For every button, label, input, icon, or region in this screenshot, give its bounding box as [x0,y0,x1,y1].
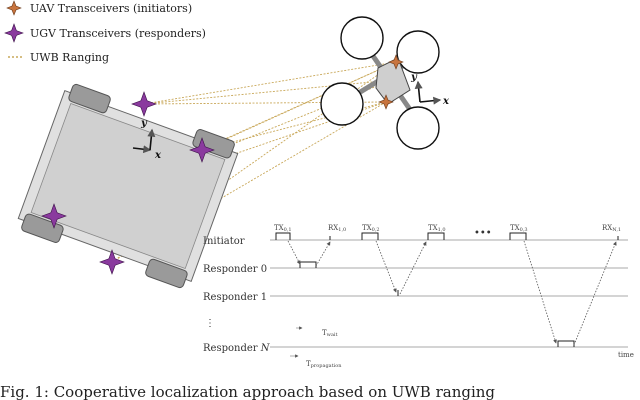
legend-ugv-label: UGV Transceivers (responders) [30,27,206,40]
uav-y-axis-label: y [410,72,418,83]
uav-axes: x y [410,72,450,107]
label-t-wait: Twait [322,329,338,338]
label-rx10: RX1,0 [328,224,346,233]
uav-rotor [320,82,364,126]
ugv-wheel [145,258,188,289]
ellipsis: ••• [474,228,492,239]
uav-rotor [340,16,384,60]
row-label-initiator: Initiator [203,236,245,247]
uav-drone: x y [320,16,450,150]
ugv-y-axis-label: y [140,118,148,129]
label-tx10: TX1,0 [428,224,446,233]
row-label-responder-n: Responder N [203,343,271,354]
ugv-transceiver-icon [41,203,67,229]
ugv-transceiver-icon [99,249,125,275]
ugv-star-icon [4,23,24,43]
ugv-wheel [68,83,111,114]
uav-rotor [396,30,440,74]
label-tx03: TX0,3 [510,224,528,233]
time-axis-label: time [618,351,634,359]
ugv-transceiver-icon [189,137,215,163]
uav-x-axis-label: x [442,96,450,107]
figure-canvas: UAV Transceivers (initiators) UGV Transc… [4,0,634,369]
ugv-axes: x y [132,118,162,161]
legend-uwb-label: UWB Ranging [30,51,109,64]
uav-transceiver-icon [378,94,394,110]
figure-caption: Fig. 1: Cooperative localization approac… [0,384,496,400]
uav-transceiver-icon [388,54,404,70]
label-tx02: TX0,2 [362,224,380,233]
ugv-x-axis-label: x [154,150,162,161]
uav-star-icon [6,0,22,16]
ugv-vehicle: x y [17,83,239,289]
legend-uav-label: UAV Transceivers (initiators) [30,2,192,15]
label-rxn1: RXN,1 [602,224,621,233]
vdots: ⋮ [205,318,215,329]
ugv-wheel [192,129,235,159]
row-label-responder-0: Responder 0 [203,264,267,275]
ugv-wheel [21,213,64,243]
row-label-responder-1: Responder 1 [203,292,267,303]
legend: UAV Transceivers (initiators) UGV Transc… [4,0,206,64]
label-t-propagation: Tpropagation [306,360,342,369]
ugv-transceiver-icon [131,91,157,117]
label-tx01: TX0,1 [274,224,292,233]
uav-rotor [396,106,440,150]
timing-diagram: Initiator Responder 0 Responder 1 ⋮ Resp… [203,224,634,369]
